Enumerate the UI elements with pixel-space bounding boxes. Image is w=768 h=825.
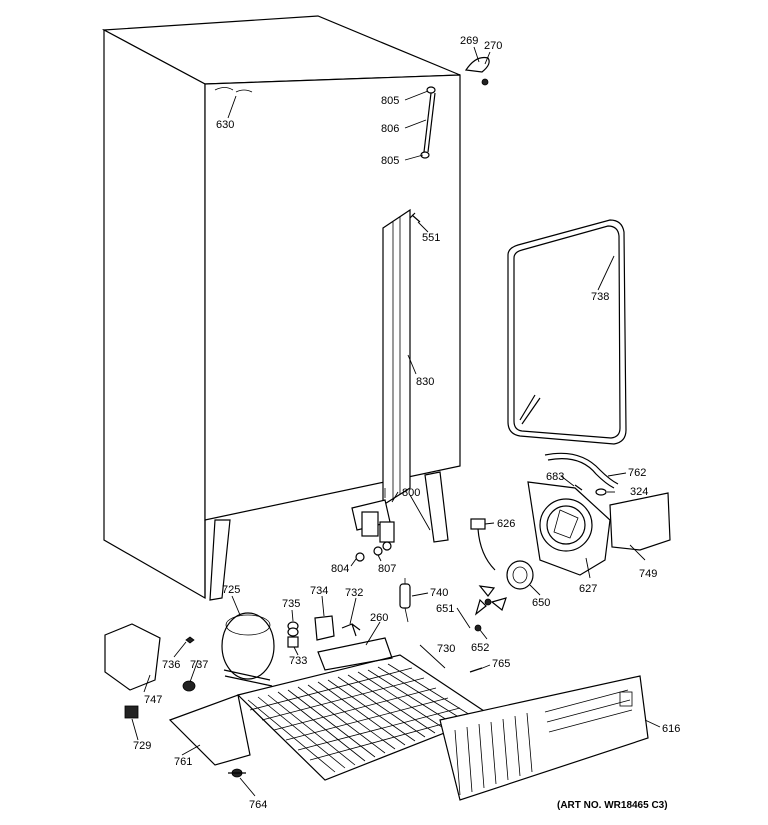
label-616: 616 <box>662 723 680 735</box>
tube-806 <box>420 86 436 159</box>
label-737: 737 <box>190 659 208 671</box>
channel-830 <box>382 208 411 507</box>
grille-616 <box>439 675 649 801</box>
label-260: 260 <box>370 612 388 624</box>
part-764 <box>228 768 246 778</box>
part-807 <box>373 546 383 556</box>
part-736 <box>185 636 195 644</box>
label-800: 800 <box>402 487 420 499</box>
label-747: 747 <box>144 694 162 706</box>
label-551: 551 <box>422 232 440 244</box>
label-626: 626 <box>497 518 515 530</box>
label-761: 761 <box>174 756 192 768</box>
label-805-bottom: 805 <box>381 155 399 167</box>
label-735: 735 <box>282 598 300 610</box>
fan-housing-627 <box>527 481 611 576</box>
part-269-270 <box>464 56 490 86</box>
label-651: 651 <box>436 603 454 615</box>
art-number: (ART NO. WR18465 C3) <box>557 800 668 811</box>
bracket-260 <box>317 637 393 671</box>
valve-800 <box>351 488 395 551</box>
compressor-725 <box>221 612 275 687</box>
overload-734 <box>314 615 335 641</box>
clip-324 <box>595 488 607 496</box>
cover-747 <box>104 623 161 691</box>
label-762: 762 <box>628 467 646 479</box>
cord-626 <box>470 518 496 571</box>
label-738: 738 <box>591 291 609 303</box>
panel-749 <box>609 492 671 551</box>
part-labels: 269 270 805 806 805 630 551 738 830 762 … <box>133 35 680 811</box>
label-740: 740 <box>430 587 448 599</box>
part-740 <box>399 578 411 623</box>
screw-551 <box>409 212 421 223</box>
label-765: 765 <box>492 658 510 670</box>
label-730: 730 <box>437 643 455 655</box>
base-761 <box>168 694 251 766</box>
label-627: 627 <box>579 583 597 595</box>
label-725: 725 <box>222 584 240 596</box>
label-749: 749 <box>639 568 657 580</box>
fan-blade-651 <box>474 585 507 616</box>
relay-735 <box>287 621 299 637</box>
label-830: 830 <box>416 376 434 388</box>
part-652 <box>474 624 482 632</box>
label-324: 324 <box>630 486 648 498</box>
label-733: 733 <box>289 655 307 667</box>
clip-732 <box>341 623 361 637</box>
label-652: 652 <box>471 642 489 654</box>
label-805-top: 805 <box>381 95 399 107</box>
label-683: 683 <box>546 471 564 483</box>
label-736: 736 <box>162 659 180 671</box>
label-764: 764 <box>249 799 267 811</box>
label-806: 806 <box>381 123 399 135</box>
leader-lines <box>131 46 661 797</box>
label-269: 269 <box>460 35 478 47</box>
gasket-738 <box>507 219 627 445</box>
label-732: 732 <box>345 587 363 599</box>
label-270: 270 <box>484 40 502 52</box>
part-729 <box>124 705 139 719</box>
label-729: 729 <box>133 740 151 752</box>
label-650: 650 <box>532 597 550 609</box>
label-804: 804 <box>331 563 349 575</box>
grommet-737 <box>182 680 196 692</box>
label-734: 734 <box>310 585 328 597</box>
part-804 <box>355 552 365 562</box>
fan-motor-650 <box>506 560 534 590</box>
tube-762 <box>544 452 619 485</box>
screw-683 <box>574 484 583 491</box>
label-630: 630 <box>216 119 234 131</box>
label-807: 807 <box>378 563 396 575</box>
part-733 <box>287 636 299 648</box>
